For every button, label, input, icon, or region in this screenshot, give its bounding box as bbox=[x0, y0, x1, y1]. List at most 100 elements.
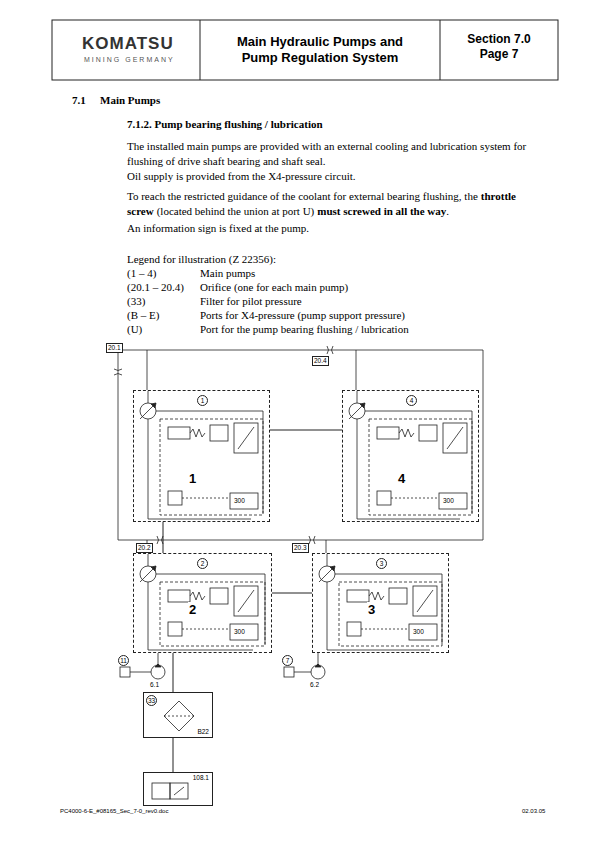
valve-arrow bbox=[238, 427, 254, 449]
pilot-line bbox=[148, 650, 253, 651]
pilot-line bbox=[472, 411, 473, 513]
text-label: Main Pumps bbox=[100, 94, 160, 106]
adjust-arrow bbox=[140, 403, 156, 419]
orifice-symbol bbox=[327, 346, 333, 354]
text-label: 02.03.05 bbox=[522, 808, 545, 814]
valve-symbol bbox=[168, 427, 190, 439]
pump-unit: 3 bbox=[312, 553, 449, 653]
node-text: 4 bbox=[397, 471, 406, 486]
pump-unit: 1 bbox=[133, 390, 270, 522]
text-label: 300 bbox=[234, 628, 245, 636]
pump-symbol bbox=[140, 403, 156, 419]
pump-line bbox=[318, 653, 319, 665]
filter-symbol bbox=[164, 701, 194, 731]
pilot-line bbox=[263, 411, 264, 513]
connector-line bbox=[163, 522, 164, 553]
valve-symbol bbox=[210, 588, 228, 604]
port-box bbox=[284, 667, 294, 677]
callout-number: 7 bbox=[282, 655, 293, 666]
pump-symbol bbox=[349, 403, 365, 419]
connector-line bbox=[272, 593, 312, 594]
text-label: KOMATSU bbox=[82, 34, 174, 54]
orifice-tag: 20.3 bbox=[292, 543, 309, 553]
filter-element bbox=[164, 716, 194, 717]
text-label: 300 bbox=[234, 497, 245, 505]
text-label: 6.2 bbox=[310, 681, 319, 689]
adjust-arrow bbox=[349, 403, 365, 419]
x4-supply-line bbox=[118, 350, 483, 540]
valve-symbol bbox=[419, 425, 437, 441]
text-label: (20.1 – 20.4) bbox=[127, 280, 184, 295]
node-outline bbox=[134, 554, 273, 654]
text-label: 7.1 bbox=[72, 94, 86, 106]
callout-number: 11 bbox=[118, 655, 129, 666]
sensor-box bbox=[409, 624, 437, 640]
pilot-line bbox=[182, 629, 230, 630]
node-text: 2 bbox=[188, 602, 197, 617]
orifice-tag: 20.4 bbox=[312, 356, 329, 366]
valve-symbol bbox=[234, 586, 258, 616]
text-label: (B – E) bbox=[127, 308, 159, 323]
aux-pump-symbol bbox=[151, 665, 165, 679]
valve-symbol bbox=[234, 423, 258, 453]
text-label: Main pumps bbox=[200, 266, 255, 281]
valve-block: 108.1 bbox=[143, 772, 213, 806]
port-box bbox=[120, 667, 130, 677]
regulator-frame bbox=[369, 419, 472, 515]
text-label: Ports for X4-pressure (pump support pres… bbox=[200, 308, 405, 323]
pilot-line bbox=[357, 419, 358, 519]
branch-line bbox=[147, 350, 148, 390]
filter-box: B22 bbox=[143, 692, 213, 738]
valve-symbol bbox=[152, 783, 170, 799]
sensor-box bbox=[230, 493, 258, 509]
regulator-frame bbox=[160, 419, 263, 515]
pilot-line bbox=[327, 582, 328, 650]
connector-line bbox=[270, 430, 342, 431]
adjust-arrow bbox=[319, 566, 335, 582]
arrow-head bbox=[151, 566, 156, 571]
pilot-line bbox=[335, 574, 442, 575]
pilot-line bbox=[365, 411, 472, 412]
text-label: Orifice (one for each main pump) bbox=[200, 280, 348, 295]
pilot-line bbox=[156, 411, 263, 412]
paragraph-text: must screwed in all the way bbox=[317, 205, 446, 217]
orifice-tag: 20.2 bbox=[136, 543, 153, 553]
valve-symbol bbox=[377, 491, 391, 505]
pilot-line bbox=[156, 574, 265, 575]
body-paragraph: To reach the restricted guidance of the … bbox=[127, 189, 552, 219]
pump-unit: 4 bbox=[342, 390, 479, 522]
text-label: PC4000-6-E_#08165_Sec_7-0_rev0.doc bbox=[60, 808, 168, 814]
text-label: Port for the pump bearing flushing / lub… bbox=[200, 322, 409, 337]
connector-line bbox=[173, 653, 174, 692]
text-label: MINING GERMANY bbox=[84, 56, 175, 63]
arrow-head bbox=[151, 403, 156, 408]
header-divider bbox=[440, 20, 441, 80]
pump-symbol bbox=[140, 566, 156, 582]
node-text: B22 bbox=[197, 728, 209, 735]
arrow-head bbox=[330, 566, 335, 571]
valve-symbol bbox=[170, 783, 188, 799]
text-label: 300 bbox=[413, 628, 424, 636]
valve-symbol bbox=[443, 423, 467, 453]
pilot-line bbox=[361, 629, 409, 630]
pump-symbol bbox=[319, 566, 335, 582]
pilot-line bbox=[442, 574, 443, 644]
valve-symbol bbox=[168, 491, 182, 505]
text-label: Legend for illustration (Z 22356): bbox=[127, 252, 276, 267]
text-label: Page 7 bbox=[440, 47, 558, 61]
pilot-line bbox=[182, 498, 230, 499]
text-label: 7.1.2. Pump bearing flushing / lubricati… bbox=[127, 118, 323, 130]
text-label: (U) bbox=[127, 322, 142, 337]
pilot-line bbox=[391, 498, 439, 499]
pump-shaft bbox=[148, 391, 149, 403]
node-outline bbox=[343, 391, 480, 523]
paragraph-text: To reach the restricted guidance of the … bbox=[127, 190, 478, 202]
port-line bbox=[294, 672, 311, 673]
regulator-frame bbox=[339, 582, 442, 646]
valve-symbol bbox=[413, 586, 437, 616]
text-label: (1 – 4) bbox=[127, 266, 156, 281]
callout-number: 1 bbox=[197, 395, 208, 406]
pilot-line bbox=[148, 519, 251, 520]
pump-line bbox=[158, 653, 159, 665]
